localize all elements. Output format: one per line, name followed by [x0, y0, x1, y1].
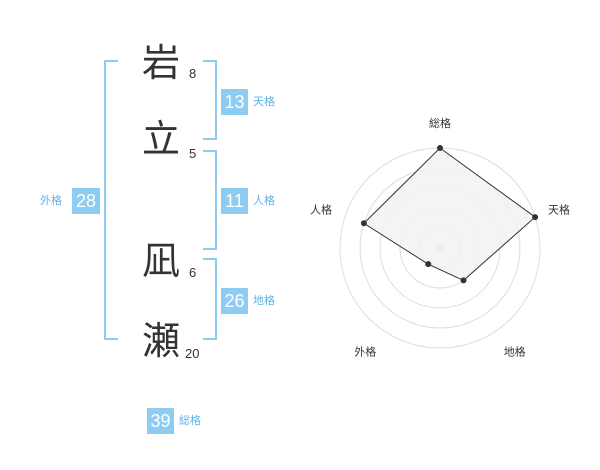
- radar-axis-label-3: 地格: [504, 345, 526, 359]
- jinkaku-bracket: [203, 150, 217, 250]
- chikaku-label: 地格: [253, 294, 275, 307]
- chikaku-bracket: [203, 258, 217, 340]
- soukaku-label: 総格: [179, 414, 201, 427]
- stroke-count-1: 8: [189, 66, 197, 81]
- radar-axis-label-5: 人格: [310, 202, 332, 216]
- radar-axis-label-2: 天格: [548, 202, 570, 216]
- gaikaku-label: 外格: [40, 194, 62, 207]
- radar-point-4: [425, 261, 432, 268]
- tenkaku-bracket: [203, 60, 217, 140]
- tenkaku-badge: 13: [221, 89, 248, 115]
- name-char-4: 瀬: [141, 319, 180, 363]
- gaikaku-bracket: [104, 60, 118, 340]
- stroke-count-2: 5: [189, 146, 197, 161]
- tenkaku-label: 天格: [253, 95, 275, 108]
- radar-point-1: [437, 145, 443, 151]
- radar-point-5: [360, 220, 367, 227]
- radar-axis-label-4: 外格: [354, 345, 376, 359]
- radar-point-2: [532, 214, 539, 221]
- soukaku-badge: 39: [147, 408, 174, 434]
- radar-point-3: [460, 277, 467, 284]
- radar-axis-label-1: 総格: [429, 116, 451, 130]
- jinkaku-label: 人格: [253, 194, 275, 207]
- jinkaku-badge: 11: [221, 188, 248, 214]
- name-char-3: 凪: [141, 239, 180, 283]
- chikaku-badge: 26: [221, 288, 248, 314]
- name-char-2: 立: [141, 117, 180, 161]
- stroke-count-4: 20: [185, 346, 200, 361]
- gaikaku-badge: 28: [72, 188, 100, 214]
- stroke-count-3: 6: [189, 265, 197, 280]
- radar-polygon: [363, 147, 536, 281]
- name-char-1: 岩: [141, 41, 180, 85]
